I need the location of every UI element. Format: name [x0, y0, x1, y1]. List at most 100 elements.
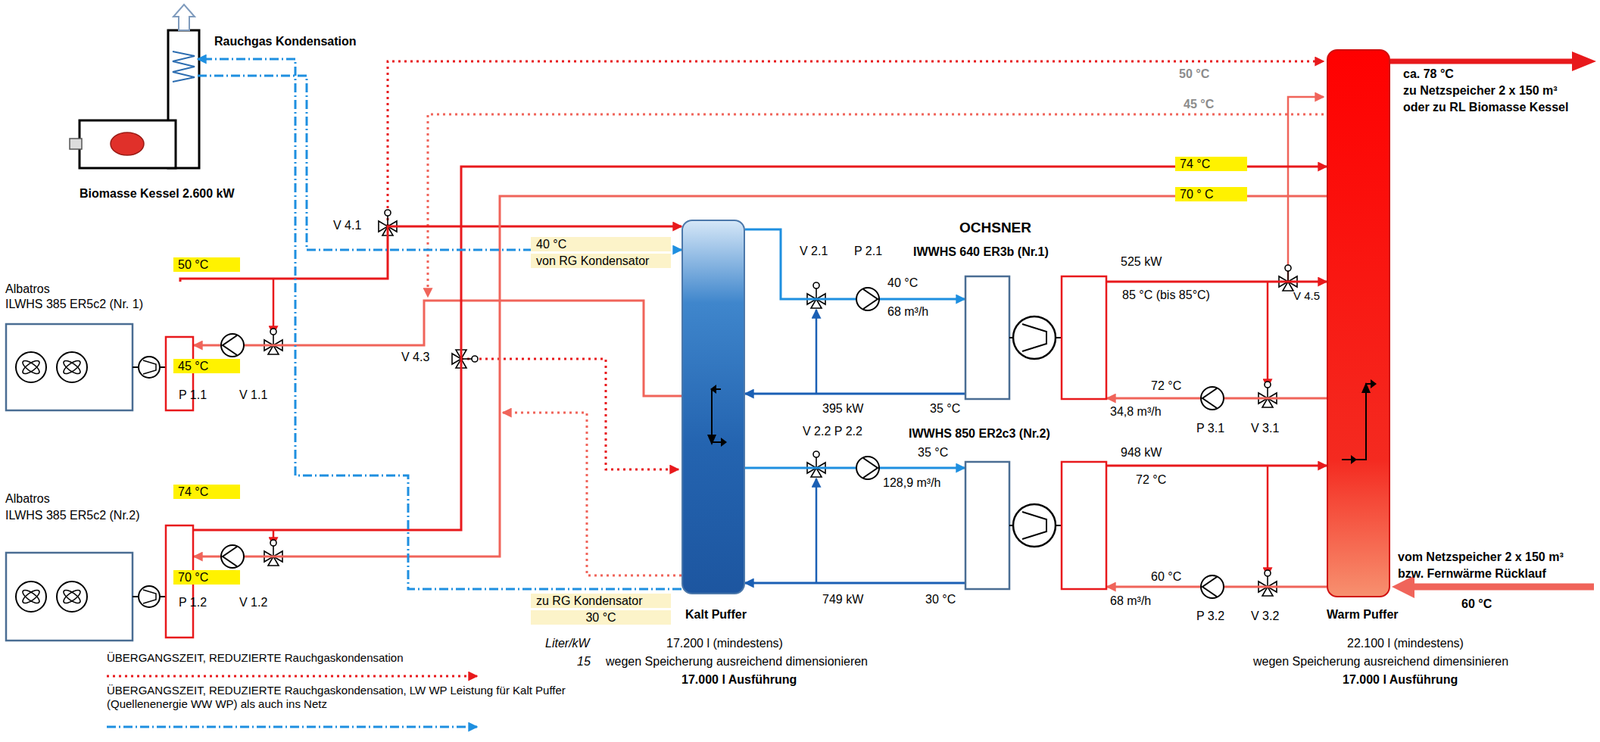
air-heat-pump-part	[6, 552, 133, 641]
annotation-label: 74 °C	[173, 484, 241, 500]
annotation-label: 70 ° C	[1175, 187, 1248, 202]
pump-symbol-part	[1200, 386, 1224, 410]
bypass-pipe-part	[1266, 281, 1270, 388]
annotation-label: von RG Kondensator	[530, 253, 671, 269]
air-heat-pump-part	[138, 586, 160, 608]
annotation-label: 17.000 l Ausführung	[1342, 672, 1458, 687]
annotation-label: 74 °C	[1175, 156, 1248, 172]
annotation-label: zu Netzspeicher 2 x 150 m³	[1403, 83, 1558, 98]
air-heat-pump: AlbatrosILWHS 385 ER5c2 (Nr. 1)	[5, 281, 194, 412]
water-heat-pump-part	[1022, 511, 1047, 540]
annotation-label: Liter/kW	[545, 636, 590, 651]
flue-gas-condenser-part	[172, 51, 195, 82]
annotation-label: 68 m³/h	[887, 304, 929, 319]
water-heat-pump-drawing	[964, 461, 1108, 590]
annotation-label: vom Netzspeicher 2 x 150 m³	[1397, 549, 1564, 565]
legend-text: ÜBERGANGSZEIT, REDUZIERTE Rauchgaskonden…	[106, 683, 637, 712]
annotation-label: 35 °C	[917, 445, 949, 460]
air-heat-pump-part	[61, 358, 82, 376]
flue-gas-condenser-drawing	[169, 46, 198, 85]
node-label: OCHSNER	[959, 219, 1032, 238]
pipe-connector	[193, 166, 1327, 531]
water-heat-pump-part	[1013, 316, 1056, 359]
bypass-pipe-part	[815, 309, 818, 394]
annotation-label: V 1.1	[239, 387, 268, 403]
pipe-connector	[197, 59, 682, 590]
valve-symbol-part	[807, 282, 826, 309]
valve-symbol-part	[1258, 570, 1277, 596]
annotation-label: zu RG Kondensator	[530, 593, 671, 609]
annotation-label: 72 °C	[1135, 472, 1167, 487]
cold-buffer-tank-part	[711, 389, 721, 443]
network-arrow-part	[1412, 583, 1594, 591]
pipe-connector	[193, 300, 682, 397]
annotation-label: 525 kW	[1120, 254, 1162, 269]
water-heat-pump-part	[965, 461, 1010, 590]
bypass-pipe-part	[272, 278, 275, 335]
annotation-label: 60 °C	[1461, 596, 1492, 612]
bypass-pipe-part	[815, 478, 818, 584]
water-heat-pump-part	[965, 276, 1010, 400]
bypass-pipe	[273, 278, 1268, 584]
annotation-label: oder zu RL Biomasse Kessel	[1403, 99, 1569, 115]
air-heat-pump-part	[61, 358, 82, 376]
valve-symbol-part	[264, 328, 283, 355]
dotted-pipe-part	[387, 61, 1324, 227]
air-heat-pump-part	[138, 356, 160, 378]
annotation-label: 72 °C	[1150, 378, 1182, 393]
pump-symbol-part	[856, 456, 880, 480]
water-heat-pump-part	[1061, 276, 1107, 400]
pump-symbol-part	[221, 333, 244, 357]
pump-symbol-part	[856, 287, 880, 311]
water-heat-pump-drawing	[964, 275, 1108, 400]
cold-buffer-tank: Kalt Puffer	[681, 219, 746, 595]
annotation-label: V 4.5	[1293, 289, 1320, 303]
warm-buffer-tank-drawing	[1328, 50, 1392, 599]
legend-line-sample	[106, 675, 478, 678]
air-heat-pump-part	[20, 358, 41, 376]
air-heat-pump-part	[132, 595, 139, 598]
node-label: Warm Puffer	[1326, 607, 1399, 622]
network-arrow	[1390, 51, 1597, 599]
valve-symbol-part	[807, 451, 826, 478]
node-label: Albatros	[5, 281, 50, 297]
annotation-label: 70 °C	[173, 570, 241, 585]
bypass-pipe-part	[1266, 465, 1270, 577]
cold-buffer-tank-part	[720, 437, 727, 447]
annotation-label: 34,8 m³/h	[1110, 404, 1162, 419]
annotation-label: wegen Speicherung ausreichend dimensioni…	[605, 654, 868, 669]
air-heat-pump: AlbatrosILWHS 385 ER5c2 (Nr.2)	[5, 488, 194, 642]
annotation-label: 749 kW	[822, 592, 864, 607]
node-label: IWWHS 640 ER3b (Nr.1)	[913, 244, 1049, 259]
air-heat-pump-part	[61, 587, 82, 606]
annotation-label: 30 °C	[925, 592, 956, 607]
water-heat-pump: OCHSNERIWWHS 640 ER3b (Nr.1)	[964, 275, 1108, 400]
warm-buffer-tank: Warm Puffer	[1326, 49, 1391, 598]
boiler-part	[79, 120, 176, 169]
pipe-connector	[745, 392, 965, 396]
pump-symbol-part	[221, 545, 244, 568]
pipe-connector	[1107, 464, 1327, 468]
dotted-pipe-part	[1288, 96, 1324, 282]
annotation-label: V 4.3	[401, 349, 430, 365]
annotation-label: P 2.1	[854, 243, 883, 259]
water-heat-pump-part	[1061, 461, 1107, 590]
warm-buffer-tank-part	[1341, 383, 1376, 460]
warm-buffer-tank-part	[1370, 379, 1377, 389]
annotation-label: P 1.2	[178, 595, 207, 610]
annotation-label: P 3.2	[1196, 608, 1225, 624]
annotation-label: wegen Speicherung ausreichend dimensinie…	[1253, 654, 1509, 669]
annotation-label: 395 kW	[822, 401, 864, 416]
annotation-label: 30 °C	[530, 610, 671, 625]
air-heat-pump-part	[20, 358, 41, 376]
air-heat-pump-part	[15, 581, 47, 612]
boiler-part	[110, 132, 144, 156]
legend-line-sample	[106, 726, 478, 729]
water-heat-pump: IWWHS 850 ER2c3 (Nr.2)	[964, 461, 1108, 590]
annotation-label: V 4.1	[333, 218, 362, 233]
cold-buffer-tank-part	[707, 434, 717, 446]
annotation-label: V 2.2 P 2.2	[802, 424, 863, 439]
annotation-label: 50 °C	[1178, 66, 1210, 82]
air-heat-pump-part	[56, 581, 88, 612]
annotation-label: V 3.2	[1250, 608, 1279, 624]
